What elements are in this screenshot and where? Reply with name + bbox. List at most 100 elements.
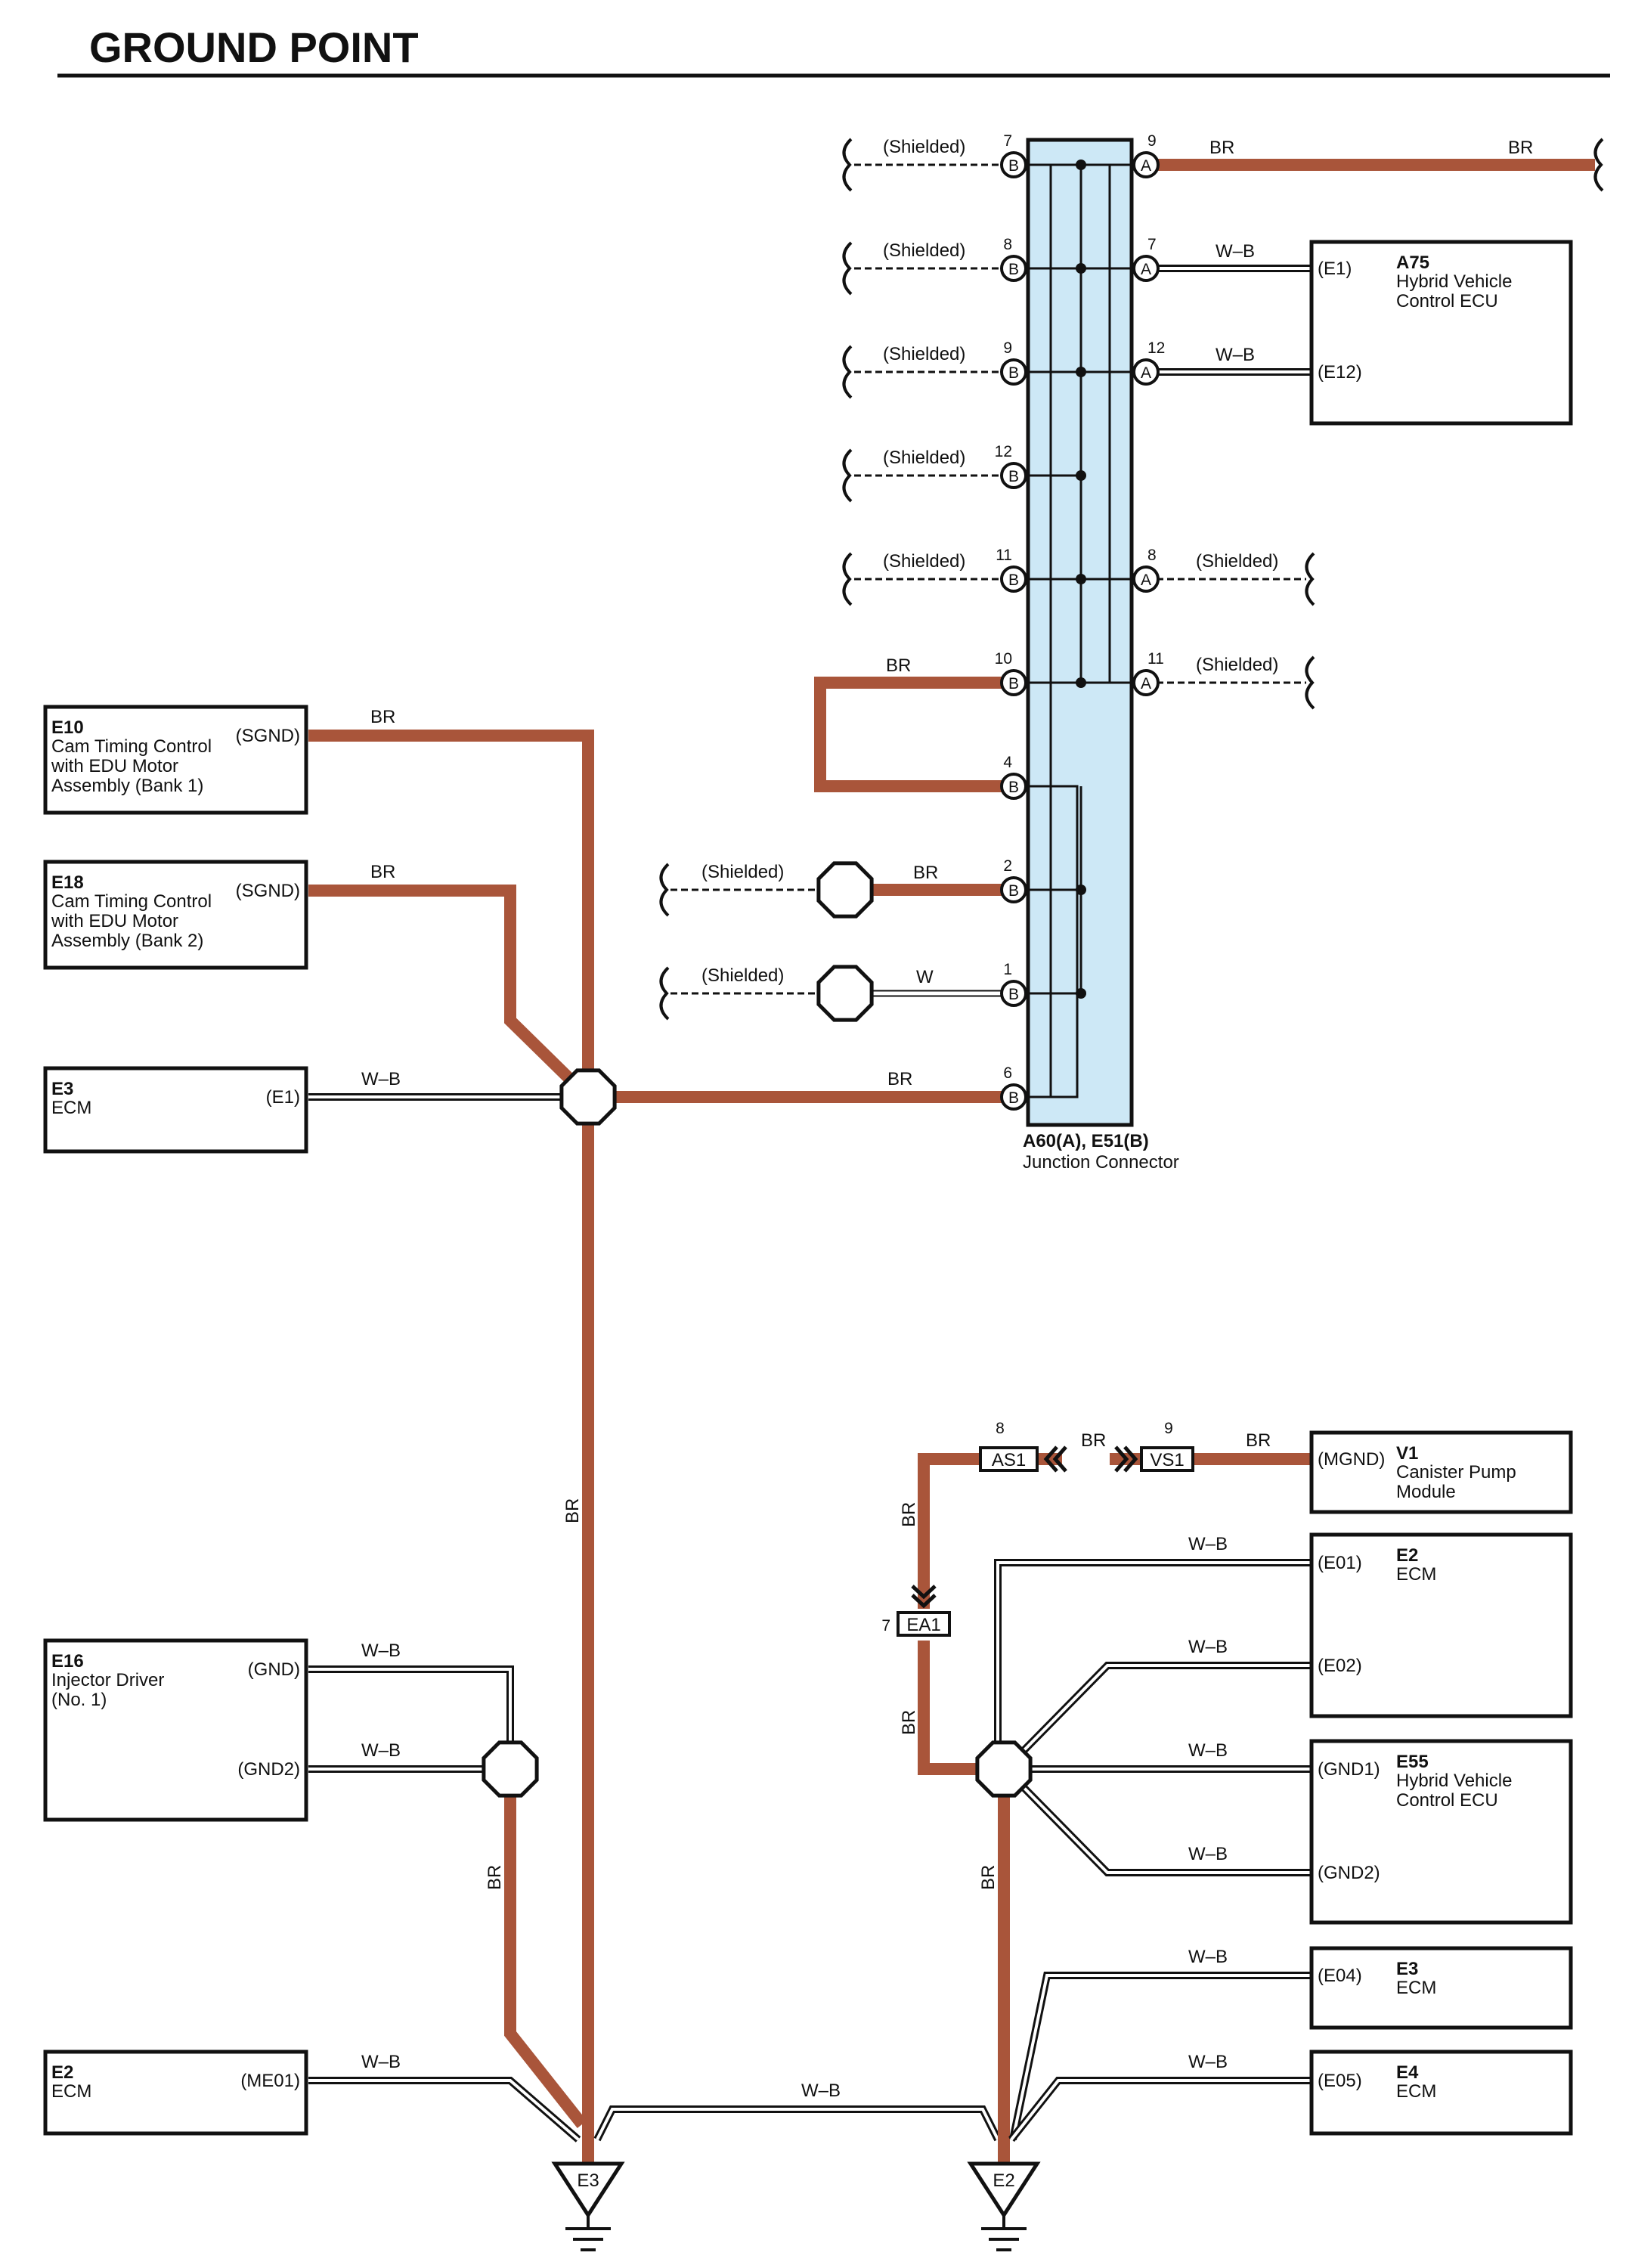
- wb-wire-outer: [1009, 1972, 1312, 2141]
- wb-wire-e02: [1014, 1662, 1312, 1761]
- pin-a11-letter: A: [1141, 675, 1151, 692]
- chevron-down-1: [911, 1594, 937, 1609]
- pin-b2-number: 2: [1003, 857, 1012, 875]
- wire-label-b9: (Shielded): [883, 344, 965, 364]
- ground-e2-label: E2: [993, 2170, 1014, 2191]
- wb-wire-outer: [308, 1665, 514, 1748]
- wire-label-b10: BR: [886, 655, 911, 676]
- wire-label-b1-shield: (Shielded): [701, 965, 784, 986]
- pin-a9: [1132, 151, 1160, 178]
- component-e10-left-line-0: Cam Timing Control: [51, 736, 212, 757]
- wire-label-e2: W–B: [361, 2052, 401, 2072]
- component-e55-right: [1309, 1739, 1573, 1925]
- component-e3-left-line-0: ECM: [51, 1098, 91, 1118]
- wire-label-b2: BR: [913, 863, 938, 883]
- component-e55-right-pin-1: (GND2): [1318, 1863, 1380, 1883]
- junction-code: A60(A), E51(B): [1023, 1131, 1149, 1151]
- component-e3-right-line-0: ECM: [1396, 1978, 1436, 1998]
- pin-b4-letter: B: [1008, 779, 1019, 796]
- ground-e2: [967, 2161, 1041, 2219]
- component-e10-left-pin-0: (SGND): [236, 726, 300, 746]
- wire-label-b6: BR: [887, 1069, 912, 1089]
- component-a75-right-pin-1: (E12): [1318, 362, 1362, 383]
- pin-b2: [1000, 876, 1027, 903]
- wb-wire-outer: [1008, 2077, 1312, 2143]
- wb-wire-inner: [996, 1561, 1312, 1748]
- pin-b10-number: 10: [995, 650, 1012, 668]
- pin-b6: [1000, 1083, 1027, 1111]
- ground-e3-label: E3: [577, 2170, 599, 2191]
- br-wire-as1-up: [918, 1453, 983, 1609]
- component-e2-right: [1309, 1532, 1573, 1718]
- component-e2-right-pin-1: (E02): [1318, 1656, 1362, 1676]
- wb-wire-outer: [593, 2105, 1002, 2142]
- splice-point-e16: [482, 1740, 539, 1798]
- component-e2-left: [43, 2050, 308, 2136]
- pin-a9-number: 9: [1147, 132, 1157, 150]
- component-e3-right: [1309, 1946, 1573, 2030]
- wb-wire-ground-link: [593, 2105, 1002, 2142]
- wire-label-ground-link: W–B: [801, 2081, 841, 2101]
- component-e16-left-line-0: Injector Driver: [51, 1670, 164, 1690]
- pin-b10: [1000, 669, 1027, 696]
- component-a75-right-line-0: Hybrid Vehicle: [1396, 271, 1512, 292]
- br-wire-e10: [308, 730, 594, 1097]
- component-e2-right-line-0: ECM: [1396, 1564, 1436, 1585]
- chevron-down-2: [911, 1585, 937, 1600]
- component-e16-left-pin-0: (GND): [248, 1659, 300, 1680]
- pin-b11-number: 11: [996, 547, 1012, 564]
- wb-wire-e2-me01: [308, 2077, 581, 2143]
- wire-label-e2-br: BR: [978, 1865, 999, 1890]
- pin-a12: [1132, 358, 1160, 386]
- wire-label-e16-br: BR: [485, 1865, 505, 1890]
- component-e3-right-pin-0: (E04): [1318, 1966, 1362, 1986]
- pin-b12-number: 12: [995, 443, 1012, 460]
- pin-b11-letter: B: [1008, 572, 1019, 589]
- chevron-right-2: [1114, 1445, 1129, 1473]
- wire-break-b12: [842, 448, 853, 503]
- component-e10-left: [43, 705, 308, 815]
- pin-b10-letter: B: [1008, 675, 1019, 692]
- component-e2-left-line-0: ECM: [51, 2081, 91, 2102]
- wb-wire-e04: [1009, 1972, 1312, 2141]
- component-e2-right-pin-0: (E01): [1318, 1553, 1362, 1573]
- component-e3-right-code: E3: [1396, 1959, 1418, 1979]
- bus-node-10: [1076, 677, 1086, 688]
- wire-label-a7: W–B: [1216, 241, 1255, 262]
- pin-b9: [1000, 358, 1027, 386]
- wire-break-a9: [1593, 138, 1604, 192]
- wire-label-e18: BR: [370, 862, 395, 882]
- wb-wire-outer: [308, 2077, 581, 2143]
- connector-ea1: [897, 1611, 951, 1637]
- wire-break-b7: [842, 138, 853, 192]
- pin-a7-letter: A: [1141, 261, 1151, 278]
- wire-label-trunk: BR: [562, 1498, 583, 1523]
- br-wire-e18: [308, 885, 593, 1101]
- connector-as1-pin: 8: [996, 1420, 1005, 1437]
- component-e18-left-pin-0: (SGND): [236, 881, 300, 901]
- wb-wire-e05: [1008, 2077, 1312, 2143]
- connector-ea1-label: EA1: [906, 1615, 940, 1635]
- component-e4-right-pin-0: (E05): [1318, 2071, 1362, 2091]
- splice-point-e3: [559, 1068, 617, 1126]
- component-e18-left-line-0: Cam Timing Control: [51, 891, 212, 912]
- wire-label-e04: W–B: [1188, 1947, 1228, 1967]
- wire-break-a8: [1305, 552, 1315, 606]
- ground-e3: [551, 2161, 625, 2219]
- connector-vs1-label: VS1: [1150, 1450, 1184, 1470]
- component-e16-left-pin-1: (GND2): [237, 1759, 300, 1780]
- pin-a11-number: 11: [1147, 650, 1164, 668]
- bus-node-12: [1076, 470, 1086, 481]
- pin-b6-number: 6: [1003, 1064, 1012, 1082]
- wire-label-e01: W–B: [1188, 1534, 1228, 1554]
- pin-a8-letter: A: [1141, 572, 1151, 589]
- pin-a8: [1132, 565, 1160, 593]
- wire-label-a9: BR: [1209, 138, 1234, 158]
- pin-b7-letter: B: [1008, 157, 1019, 175]
- component-e4-right: [1309, 2050, 1573, 2136]
- wire-label-a9-far: BR: [1508, 138, 1533, 158]
- wire-break-b1: [659, 966, 670, 1021]
